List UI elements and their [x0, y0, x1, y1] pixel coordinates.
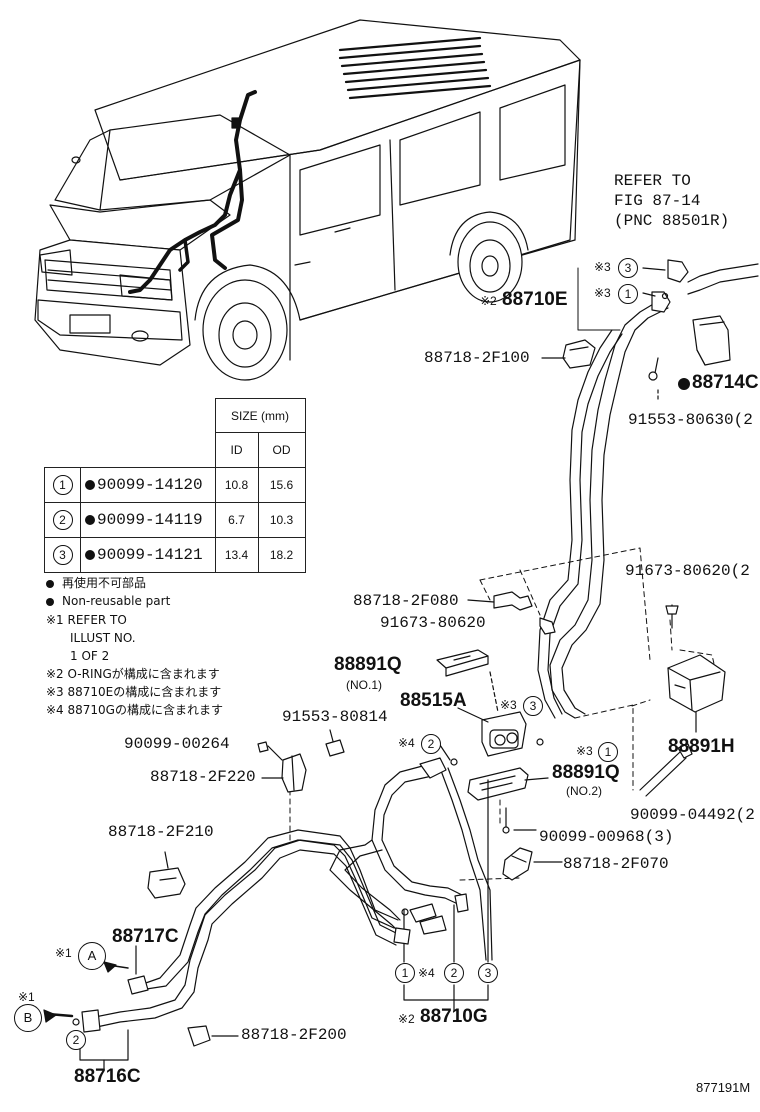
receiver-88891h: [665, 604, 726, 733]
note4-mark-a: ※4: [398, 736, 415, 750]
note3-line: ※3 88710Eの構成に含まれます: [46, 685, 222, 699]
oring3-circle-c: 3: [478, 963, 498, 983]
note3-mark-a: ※3: [594, 260, 611, 274]
callout-91553-80630: 91553-80630(2: [628, 411, 753, 429]
bullet-dot: [46, 598, 54, 606]
size-col-od: OD: [257, 432, 306, 468]
row-part: 90099-14119: [97, 510, 203, 529]
callout-91553-80814: 91553-80814: [282, 708, 388, 726]
table-row: 1 90099-14120 10.8 15.6: [44, 466, 306, 503]
callout-88718-2f210: 88718-2F210: [108, 823, 214, 841]
row-part: 90099-14121: [97, 545, 203, 564]
callout-88718-2f220: 88718-2F220: [150, 768, 256, 786]
note-nonreuse-jp: 再使用不可部品: [46, 574, 146, 592]
row-id: 6.7: [214, 501, 259, 538]
oring3-circle-a: 3: [618, 258, 638, 278]
callout-88718-2f080: 88718-2F080: [353, 592, 459, 610]
oring1-circle-c: 1: [395, 963, 415, 983]
table-row: 3 90099-14121 13.4 18.2: [44, 536, 306, 573]
oring2-circle-c: 2: [66, 1030, 86, 1050]
callout-90099-00968: 90099-00968(3): [539, 828, 674, 846]
note2-line: ※2 O-RINGが構成に含まれます: [46, 667, 220, 681]
note3-mark-d: ※3: [576, 744, 593, 758]
oring1-circle-b: 1: [598, 742, 618, 762]
note1-mark-a: ※1: [55, 946, 72, 960]
note4-mark-b: ※4: [418, 966, 435, 980]
callout-88718-2f100: 88718-2F100: [424, 349, 530, 367]
callout-88515a: 88515A: [400, 690, 467, 711]
ref-circle-a: A: [78, 942, 106, 970]
valve-88515a: [457, 707, 527, 757]
callout-91673-80620: 91673-80620: [380, 614, 486, 632]
callout-88891q-no1: 88891Q: [334, 654, 402, 675]
callout-88717c: 88717C: [112, 926, 179, 947]
callout-88891h: 88891H: [668, 736, 735, 757]
callout-88891q-no2: 88891Q: [552, 762, 620, 783]
bracket-88718-2f080: [467, 591, 556, 635]
bracket-88891q-no1: [436, 649, 499, 713]
row-od: 18.2: [257, 536, 306, 573]
nonreuse-dot: [85, 549, 95, 560]
note3-mark-c: ※3: [500, 698, 517, 712]
oring2-circle-a: 2: [421, 734, 441, 754]
nonreuse-dot-88714c: [678, 378, 690, 390]
row-od: 10.3: [257, 501, 306, 538]
note2-mark-a: ※2: [480, 294, 497, 308]
screw-90099-00968: [502, 807, 537, 834]
row-id: 10.8: [214, 466, 259, 503]
oring3-circle-b: 3: [523, 696, 543, 716]
oring2-circle-b: 2: [444, 963, 464, 983]
bullet-dot: [46, 580, 54, 588]
callout-88718-2f200: 88718-2F200: [241, 1026, 347, 1044]
row-num: 2: [52, 509, 73, 530]
note1-mark-b: ※1: [18, 990, 35, 1004]
size-header: SIZE (mm): [214, 398, 306, 433]
note-text: Non-reusable part: [62, 594, 171, 608]
callout-88714c: 88714C: [692, 372, 759, 393]
callout-88716c: 88716C: [74, 1066, 141, 1087]
note-nonreuse-en: Non-reusable part: [46, 592, 170, 610]
bracket-88718-2f220: [257, 729, 345, 793]
figure-id: 877191M: [696, 1080, 751, 1095]
clamp-88718-2f070: [502, 847, 563, 881]
callout-88891q-no2-sub: (NO.2): [566, 784, 602, 798]
row-od: 15.6: [257, 466, 306, 503]
bolt-90099-04492: [639, 743, 693, 797]
refer-line1: REFER TO: [614, 172, 691, 190]
refer-line2: FIG 87-14: [614, 192, 701, 210]
row-num: 1: [52, 474, 73, 495]
callout-91673-80620-2: 91673-80620(2: [625, 562, 750, 580]
note1-line-c: 1 OF 2: [70, 649, 110, 663]
note1-line-b: ILLUST NO.: [70, 631, 136, 645]
note4-line: ※4 88710Gの構成に含まれます: [46, 703, 223, 717]
oring-size-table: SIZE (mm) ID OD 1 90099-14120 10.8 15.6 …: [44, 398, 306, 573]
note2-mark-b: ※2: [398, 1012, 415, 1026]
pipe-left: [43, 829, 411, 1069]
note3-mark-b: ※3: [594, 286, 611, 300]
ref-circle-b: B: [14, 1004, 42, 1032]
callout-88710e: 88710E: [502, 289, 568, 310]
row-part: 90099-14120: [97, 475, 203, 494]
callout-90099-04492: 90099-04492(2: [630, 806, 755, 824]
callout-88891q-no1-sub: (NO.1): [346, 678, 382, 692]
row-num: 3: [52, 544, 73, 565]
callout-88718-2f070: 88718-2F070: [563, 855, 669, 873]
callout-90099-00264: 90099-00264: [124, 735, 230, 753]
note-text: 再使用不可部品: [62, 576, 147, 590]
size-col-id: ID: [214, 432, 259, 468]
refer-line3: (PNC 88501R): [614, 212, 730, 230]
nonreuse-dot: [85, 514, 95, 525]
table-row: 2 90099-14119 6.7 10.3: [44, 501, 306, 538]
bracket-88891q-no2: [467, 767, 549, 801]
van-illustration: [34, 19, 581, 381]
oring1-circle-a: 1: [618, 284, 638, 304]
nonreuse-dot: [85, 479, 95, 490]
row-id: 13.4: [214, 536, 259, 573]
note1-line-a: ※1 REFER TO: [46, 613, 127, 627]
pipe-88710e: [537, 259, 759, 719]
pipe-88710g: [329, 738, 544, 1011]
callout-88710g: 88710G: [420, 1006, 488, 1027]
